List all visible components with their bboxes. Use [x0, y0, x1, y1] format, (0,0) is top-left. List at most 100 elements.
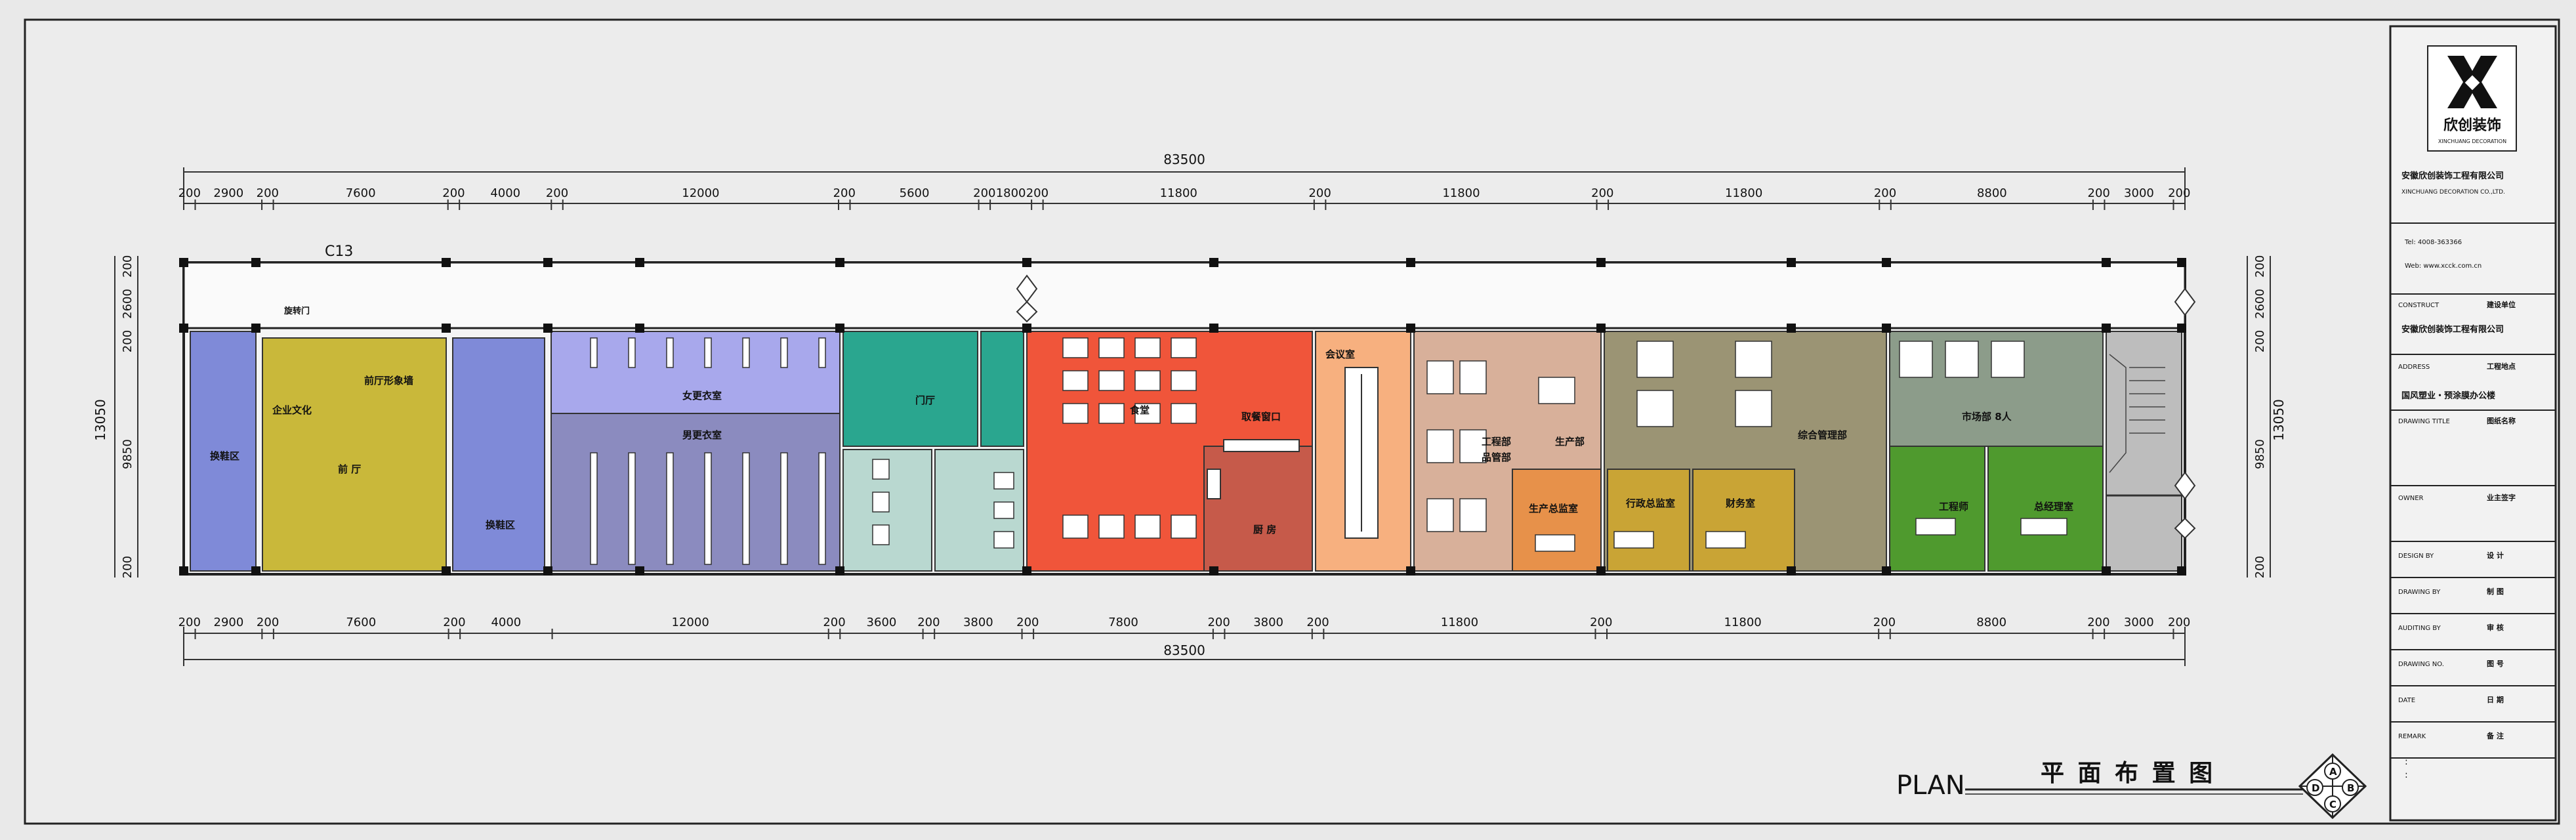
compass-symbol: A B C D — [2298, 753, 2367, 820]
drawing-title-value: 图纸名称 — [2487, 416, 2516, 425]
furniture-piece-49 — [872, 459, 890, 480]
furniture-piece-33 — [1459, 429, 1487, 463]
tb-row-label-3: DRAWING NO. — [2398, 661, 2444, 668]
furniture-piece-24 — [628, 452, 636, 565]
room-general-manager — [1987, 446, 2104, 572]
column-8-0 — [1406, 258, 1415, 267]
compass-c: C — [2329, 799, 2337, 810]
furniture-piece-32 — [1426, 429, 1454, 463]
furniture-piece-2 — [1062, 403, 1089, 424]
right-total-dimension: 13050 — [2271, 399, 2287, 441]
column-1-2 — [251, 566, 260, 576]
furniture-piece-34 — [1426, 498, 1454, 532]
tb-row-label-4: DATE — [2398, 697, 2415, 704]
furniture-piece-9 — [1171, 337, 1197, 358]
furniture-piece-43 — [1991, 341, 2025, 378]
column-13-2 — [2177, 566, 2186, 576]
room-admin-director — [1607, 469, 1690, 572]
bottom-seg-6: 12000 — [672, 616, 709, 629]
address-value: 国风塑业・预涂膜办公楼 — [2401, 390, 2495, 401]
furniture-piece-21 — [780, 337, 788, 368]
label-changing-left: 换鞋区 — [210, 450, 239, 462]
bottom-seg-12: 7800 — [1108, 616, 1138, 629]
column-8-2 — [1406, 566, 1415, 576]
right-seg-4: 200 — [2253, 556, 2267, 578]
furniture-piece-0 — [1062, 337, 1089, 358]
tb-row-value-5: 备 注 — [2486, 731, 2504, 740]
top-seg-18: 200 — [1874, 186, 1896, 200]
company-logo — [2427, 45, 2517, 152]
left-seg-2: 200 — [121, 330, 135, 352]
column-0-0 — [179, 258, 188, 267]
top-seg-4: 200 — [442, 186, 465, 200]
room-labels: 换鞋区 企业文化 前 厅 前厅形象墙 旋转门 换鞋区 女更衣室 男更衣室 门厅 … — [210, 306, 2073, 536]
furniture-piece-26 — [704, 452, 712, 565]
label-engineer: 工程师 — [1939, 501, 1968, 513]
furniture-piece-8 — [1134, 403, 1161, 424]
tb-row-value-2: 审 核 — [2487, 623, 2504, 632]
label-kitchen: 厨 房 — [1253, 524, 1276, 536]
construct-label: CONSTRUCT — [2398, 302, 2440, 309]
left-seg-3: 9850 — [121, 439, 135, 469]
room-kitchen — [1203, 446, 1313, 572]
furniture-piece-28 — [780, 452, 788, 565]
column-6-0 — [1022, 258, 1031, 267]
kitchen-counter — [1207, 469, 1221, 499]
furniture-piece-47 — [2020, 518, 2067, 536]
title-block: 欣创装饰 XINCHUANG DECORATION 安徽欣创装饰工程有限公司 X… — [2389, 25, 2557, 822]
tb-row-value-4: 日 期 — [2487, 695, 2504, 704]
column-10-2 — [1787, 566, 1796, 576]
furniture-piece-19 — [704, 337, 712, 368]
label-finance: 财务室 — [1726, 497, 1755, 509]
column-8-1 — [1406, 324, 1415, 333]
column-1-1 — [251, 324, 260, 333]
column-0-2 — [179, 566, 188, 576]
tb-row-label-0: DESIGN BY — [2398, 553, 2434, 560]
bottom-seg-21: 200 — [2087, 616, 2109, 629]
bottom-seg-14: 3800 — [1253, 616, 1283, 629]
top-seg-10: 200 — [973, 186, 995, 200]
label-corporate-culture: 企业文化 — [272, 404, 312, 416]
right-seg-3: 9850 — [2253, 439, 2267, 469]
bottom-seg-17: 200 — [1590, 616, 1612, 629]
furniture-piece-17 — [628, 337, 636, 368]
north-corridor — [182, 261, 2186, 329]
owner-label: OWNER — [2398, 495, 2424, 502]
bottom-total-dimension: 83500 — [1163, 642, 1205, 658]
tb-row-value-3: 图 号 — [2487, 660, 2504, 668]
column-4-1 — [635, 324, 644, 333]
column-6-1 — [1022, 324, 1031, 333]
column-3-0 — [543, 258, 552, 267]
top-seg-20: 200 — [2088, 186, 2110, 200]
left-seg-1: 2600 — [121, 289, 135, 319]
label-serving-window: 取餐窗口 — [1241, 411, 1281, 423]
room-stairwell — [2106, 331, 2182, 572]
furniture-piece-3 — [1098, 337, 1125, 358]
label-production-director: 生产总监室 — [1529, 503, 1578, 514]
room-lobby — [842, 331, 978, 447]
room-front-hall — [262, 337, 447, 572]
top-seg-7: 12000 — [682, 186, 719, 200]
furniture-layer — [590, 337, 2067, 565]
label-canteen: 食堂 — [1130, 404, 1150, 416]
side-dimension-lines — [114, 256, 2271, 578]
column-7-1 — [1209, 324, 1218, 333]
column-3-2 — [543, 566, 552, 576]
top-seg-17: 11800 — [1725, 186, 1762, 200]
column-2-0 — [442, 258, 451, 267]
furniture-piece-25 — [666, 452, 674, 565]
furniture-piece-22 — [818, 337, 826, 368]
column-7-2 — [1209, 566, 1218, 576]
column-12-0 — [2102, 258, 2111, 267]
bottom-seg-9: 200 — [917, 616, 940, 629]
top-seg-13: 11800 — [1160, 186, 1197, 200]
address-value-label: 工程地点 — [2487, 362, 2516, 371]
furniture-piece-12 — [1062, 514, 1089, 539]
label-female-locker: 女更衣室 — [682, 390, 722, 402]
furniture-piece-41 — [1899, 341, 1933, 378]
logo-subtext: XINCHUANG DECORATION — [2438, 138, 2506, 144]
